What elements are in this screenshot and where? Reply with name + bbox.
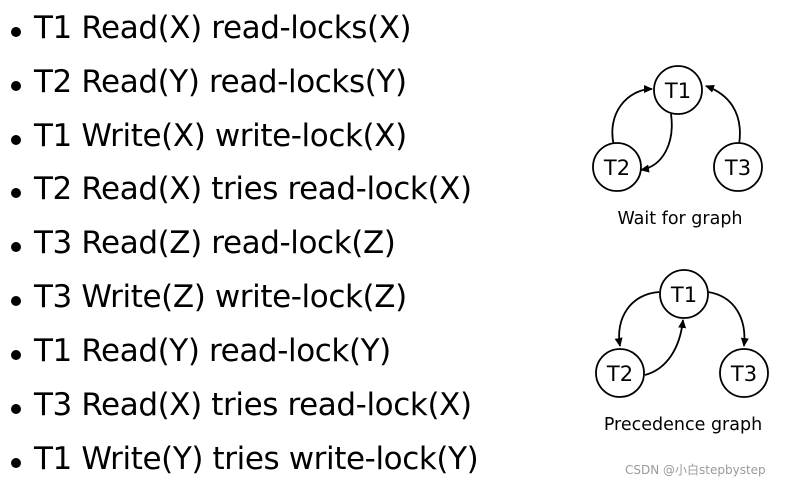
bullet-icon: [11, 404, 21, 414]
wait-graph-caption: Wait for graph: [617, 209, 742, 229]
bullet-icon: [11, 458, 21, 468]
watermark: CSDN @小白stepbystep: [625, 463, 766, 477]
prec-node-t2-label: T2: [606, 362, 633, 386]
operation-text: T1 Write(X) write-lock(X): [34, 118, 407, 154]
wait-node-t2-label: T2: [603, 156, 630, 180]
prec-node-t3-label: T3: [730, 362, 757, 386]
prec-edge-t2-t1: [644, 319, 687, 376]
bullet-icon: [11, 135, 21, 145]
wait-node-t2: [592, 142, 642, 192]
precedence-graph: T1 T2 T3 Precedence graph: [595, 269, 769, 435]
bullet-icon: [11, 350, 21, 360]
operation-text: T2 Read(X) tries read-lock(X): [34, 171, 472, 207]
wait-for-graph: T1 T2 T3 Wait for graph: [592, 65, 763, 229]
prec-node-t3: [719, 348, 769, 398]
bullet-icon: [11, 81, 21, 91]
wait-edge-t3-t1: [705, 84, 741, 146]
prec-node-t1-label: T1: [670, 283, 697, 307]
prec-node-t1: [659, 269, 709, 319]
operation-text: T1 Read(Y) read-lock(Y): [34, 333, 391, 369]
prec-edge-t1-t3: [707, 291, 749, 347]
prec-edge-t1-t2: [614, 291, 660, 347]
operation-text: T1 Write(Y) tries write-lock(Y): [34, 441, 479, 477]
bullet-icon: [11, 27, 21, 37]
bullet-icon: [11, 188, 21, 198]
operation-text: T1 Read(X) read-locks(X): [34, 10, 412, 46]
bullet-icon: [11, 296, 21, 306]
operation-text: T2 Read(Y) read-locks(Y): [34, 64, 407, 100]
wait-node-t1: [653, 65, 703, 115]
wait-edge-t1-t2: [640, 113, 673, 173]
prec-node-t2: [595, 348, 645, 398]
precedence-graph-caption: Precedence graph: [604, 415, 762, 435]
bullet-icon: [11, 242, 21, 252]
operation-text: T3 Read(X) tries read-lock(X): [34, 387, 472, 423]
operation-text: T3 Write(Z) write-lock(Z): [34, 279, 407, 315]
wait-node-t3-label: T3: [724, 156, 751, 180]
operation-text: T3 Read(Z) read-lock(Z): [34, 225, 396, 261]
wait-node-t3: [713, 142, 763, 192]
wait-edge-t2-t1: [611, 85, 653, 147]
wait-node-t1-label: T1: [664, 79, 691, 103]
